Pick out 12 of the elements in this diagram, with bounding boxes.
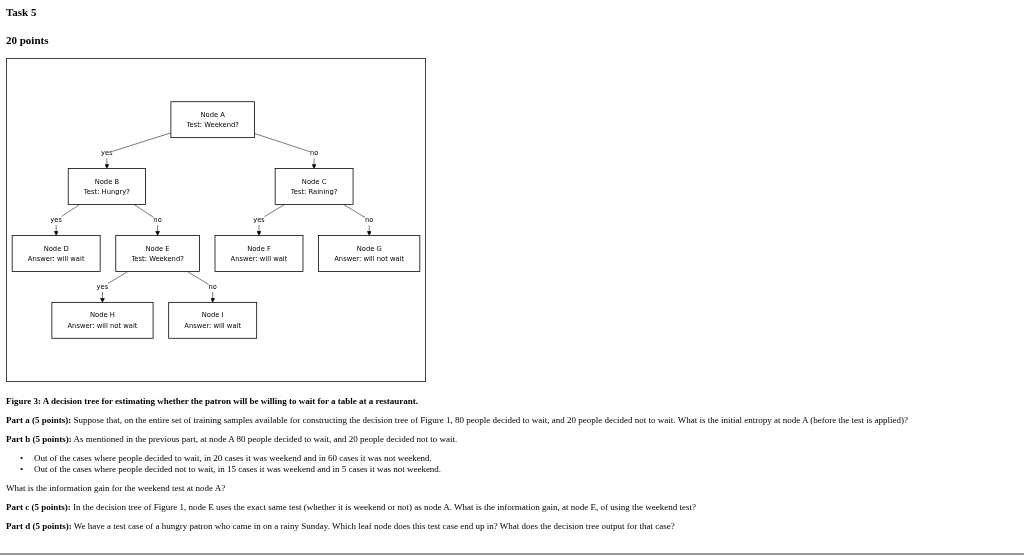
question-paragraph: Part a (5 points): Suppose that, on the entire set of training samples available for constructing the decision tree of Figure 1, 80 people decided to wait, and 20 people decided not to wait. What is the initial entropy at node A (before the test is applied)? — [6, 415, 910, 426]
bullet-marker: • — [20, 464, 25, 475]
question-paragraph: What is the information gain for the weekend test at node A? — [6, 483, 227, 494]
question-paragraph: Part b (5 points): As mentioned in the previous part, at node A 80 people decided to wait, and 20 people decided not to wait. — [6, 434, 459, 445]
question-paragraph: Part c (5 points): In the decision tree of Figure 1, node E uses the exact same test (whether it is weekend or not) as node A. What is the information gain, at node E, of using the weekend test? — [6, 502, 697, 513]
bullet-text: Out of the cases where people decided to wait, in 20 cases it was weekend and in 60 cases it was not weekend. — [34, 453, 432, 464]
points-label: 20 points — [6, 34, 49, 46]
bullet-marker: • — [20, 453, 25, 464]
title-heading: Task 5 — [6, 6, 37, 18]
figure-caption: Figure 3: A decision tree for estimating whether the patron will be willing to wait for a table at a restaurant. — [6, 396, 420, 407]
question-paragraph: Part d (5 points): We have a test case of a hungry patron who came in on a rainy Sunday. Which leaf node does this test case end up in? What does the decision tree output for that case? — [6, 521, 676, 532]
bullet-text: Out of the cases where people decided not to wait, in 15 cases it was weekend and in 5 cases it was not weekend. — [34, 464, 442, 475]
